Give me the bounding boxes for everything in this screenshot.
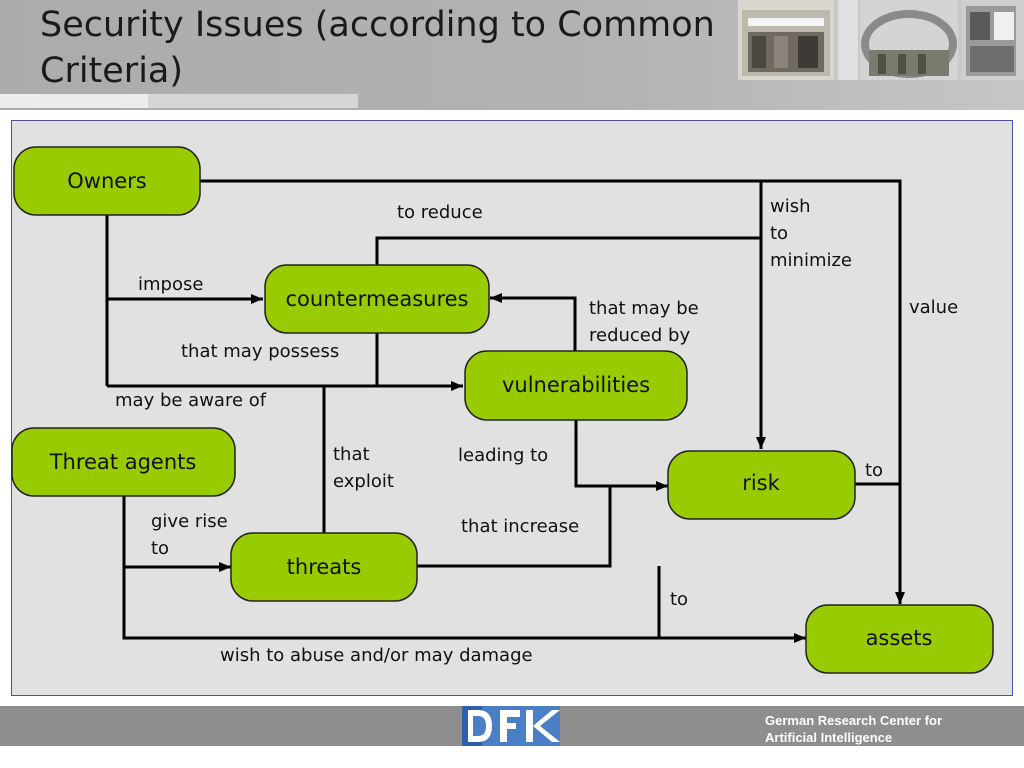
node-threats-label: threats — [287, 555, 362, 579]
node-assets — [805, 604, 994, 674]
label-give-rise-to: to — [151, 538, 169, 559]
label-wish-to-abuse: wish to abuse and/or may damage — [220, 645, 533, 666]
footer-bottom-strip — [0, 746, 1024, 768]
label-threats-to: to — [670, 589, 688, 610]
label-that-may-possess: that may possess — [181, 341, 339, 362]
label-impose: impose — [138, 274, 203, 295]
building-photos-icon — [738, 0, 1024, 80]
node-assets-label: assets — [866, 626, 933, 650]
node-vulnerabilities-label: vulnerabilities — [502, 373, 650, 397]
label-risk-to: to — [865, 460, 883, 481]
connector-owners-value — [200, 179, 905, 604]
label-that-increase: that increase — [461, 516, 579, 537]
node-risk-label: risk — [742, 471, 780, 495]
label-that-may-be: that may be — [589, 298, 699, 319]
connector-reduced-by — [490, 293, 577, 351]
connector-increase — [417, 486, 612, 568]
organization-name: German Research Center for Artificial In… — [765, 712, 1015, 746]
slide-footer: German Research Center for Artificial In… — [0, 706, 1024, 746]
label-to: to — [770, 223, 788, 244]
node-threat-agents — [11, 427, 236, 497]
label-minimize: minimize — [770, 250, 852, 271]
connector-give-rise — [122, 496, 806, 643]
label-exploit: exploit — [333, 471, 394, 492]
node-vulnerabilities — [464, 350, 688, 421]
label-reduced-by: reduced by — [589, 325, 690, 346]
node-threat-agents-label: Threat agents — [49, 450, 197, 474]
node-threats — [230, 532, 418, 602]
connector-leading-to — [574, 420, 668, 491]
label-that: that — [333, 444, 370, 465]
header-underbar-light — [0, 94, 148, 108]
organization-line-1: German Research Center for — [765, 713, 943, 728]
slide-header: Security Issues (according to Common Cri… — [0, 0, 1024, 110]
slide-title: Security Issues (according to Common Cri… — [40, 5, 715, 91]
label-wish: wish — [770, 196, 811, 217]
node-countermeasures-label: countermeasures — [286, 287, 469, 311]
node-countermeasures — [264, 264, 490, 334]
connector-reduce-countermeasures — [375, 236, 761, 265]
label-to-reduce: to reduce — [397, 202, 483, 223]
node-risk — [667, 450, 856, 520]
organization-line-2: Artificial Intelligence — [765, 730, 893, 745]
node-owners-label: Owners — [67, 169, 147, 193]
label-value: value — [909, 297, 958, 318]
node-owners — [13, 146, 201, 216]
label-give-rise: give rise — [151, 511, 228, 532]
label-may-be-aware-of: may be aware of — [115, 390, 267, 411]
label-leading-to: leading to — [458, 445, 548, 466]
header-underbar-dark — [148, 94, 358, 108]
dfki-logo-icon — [462, 706, 560, 746]
